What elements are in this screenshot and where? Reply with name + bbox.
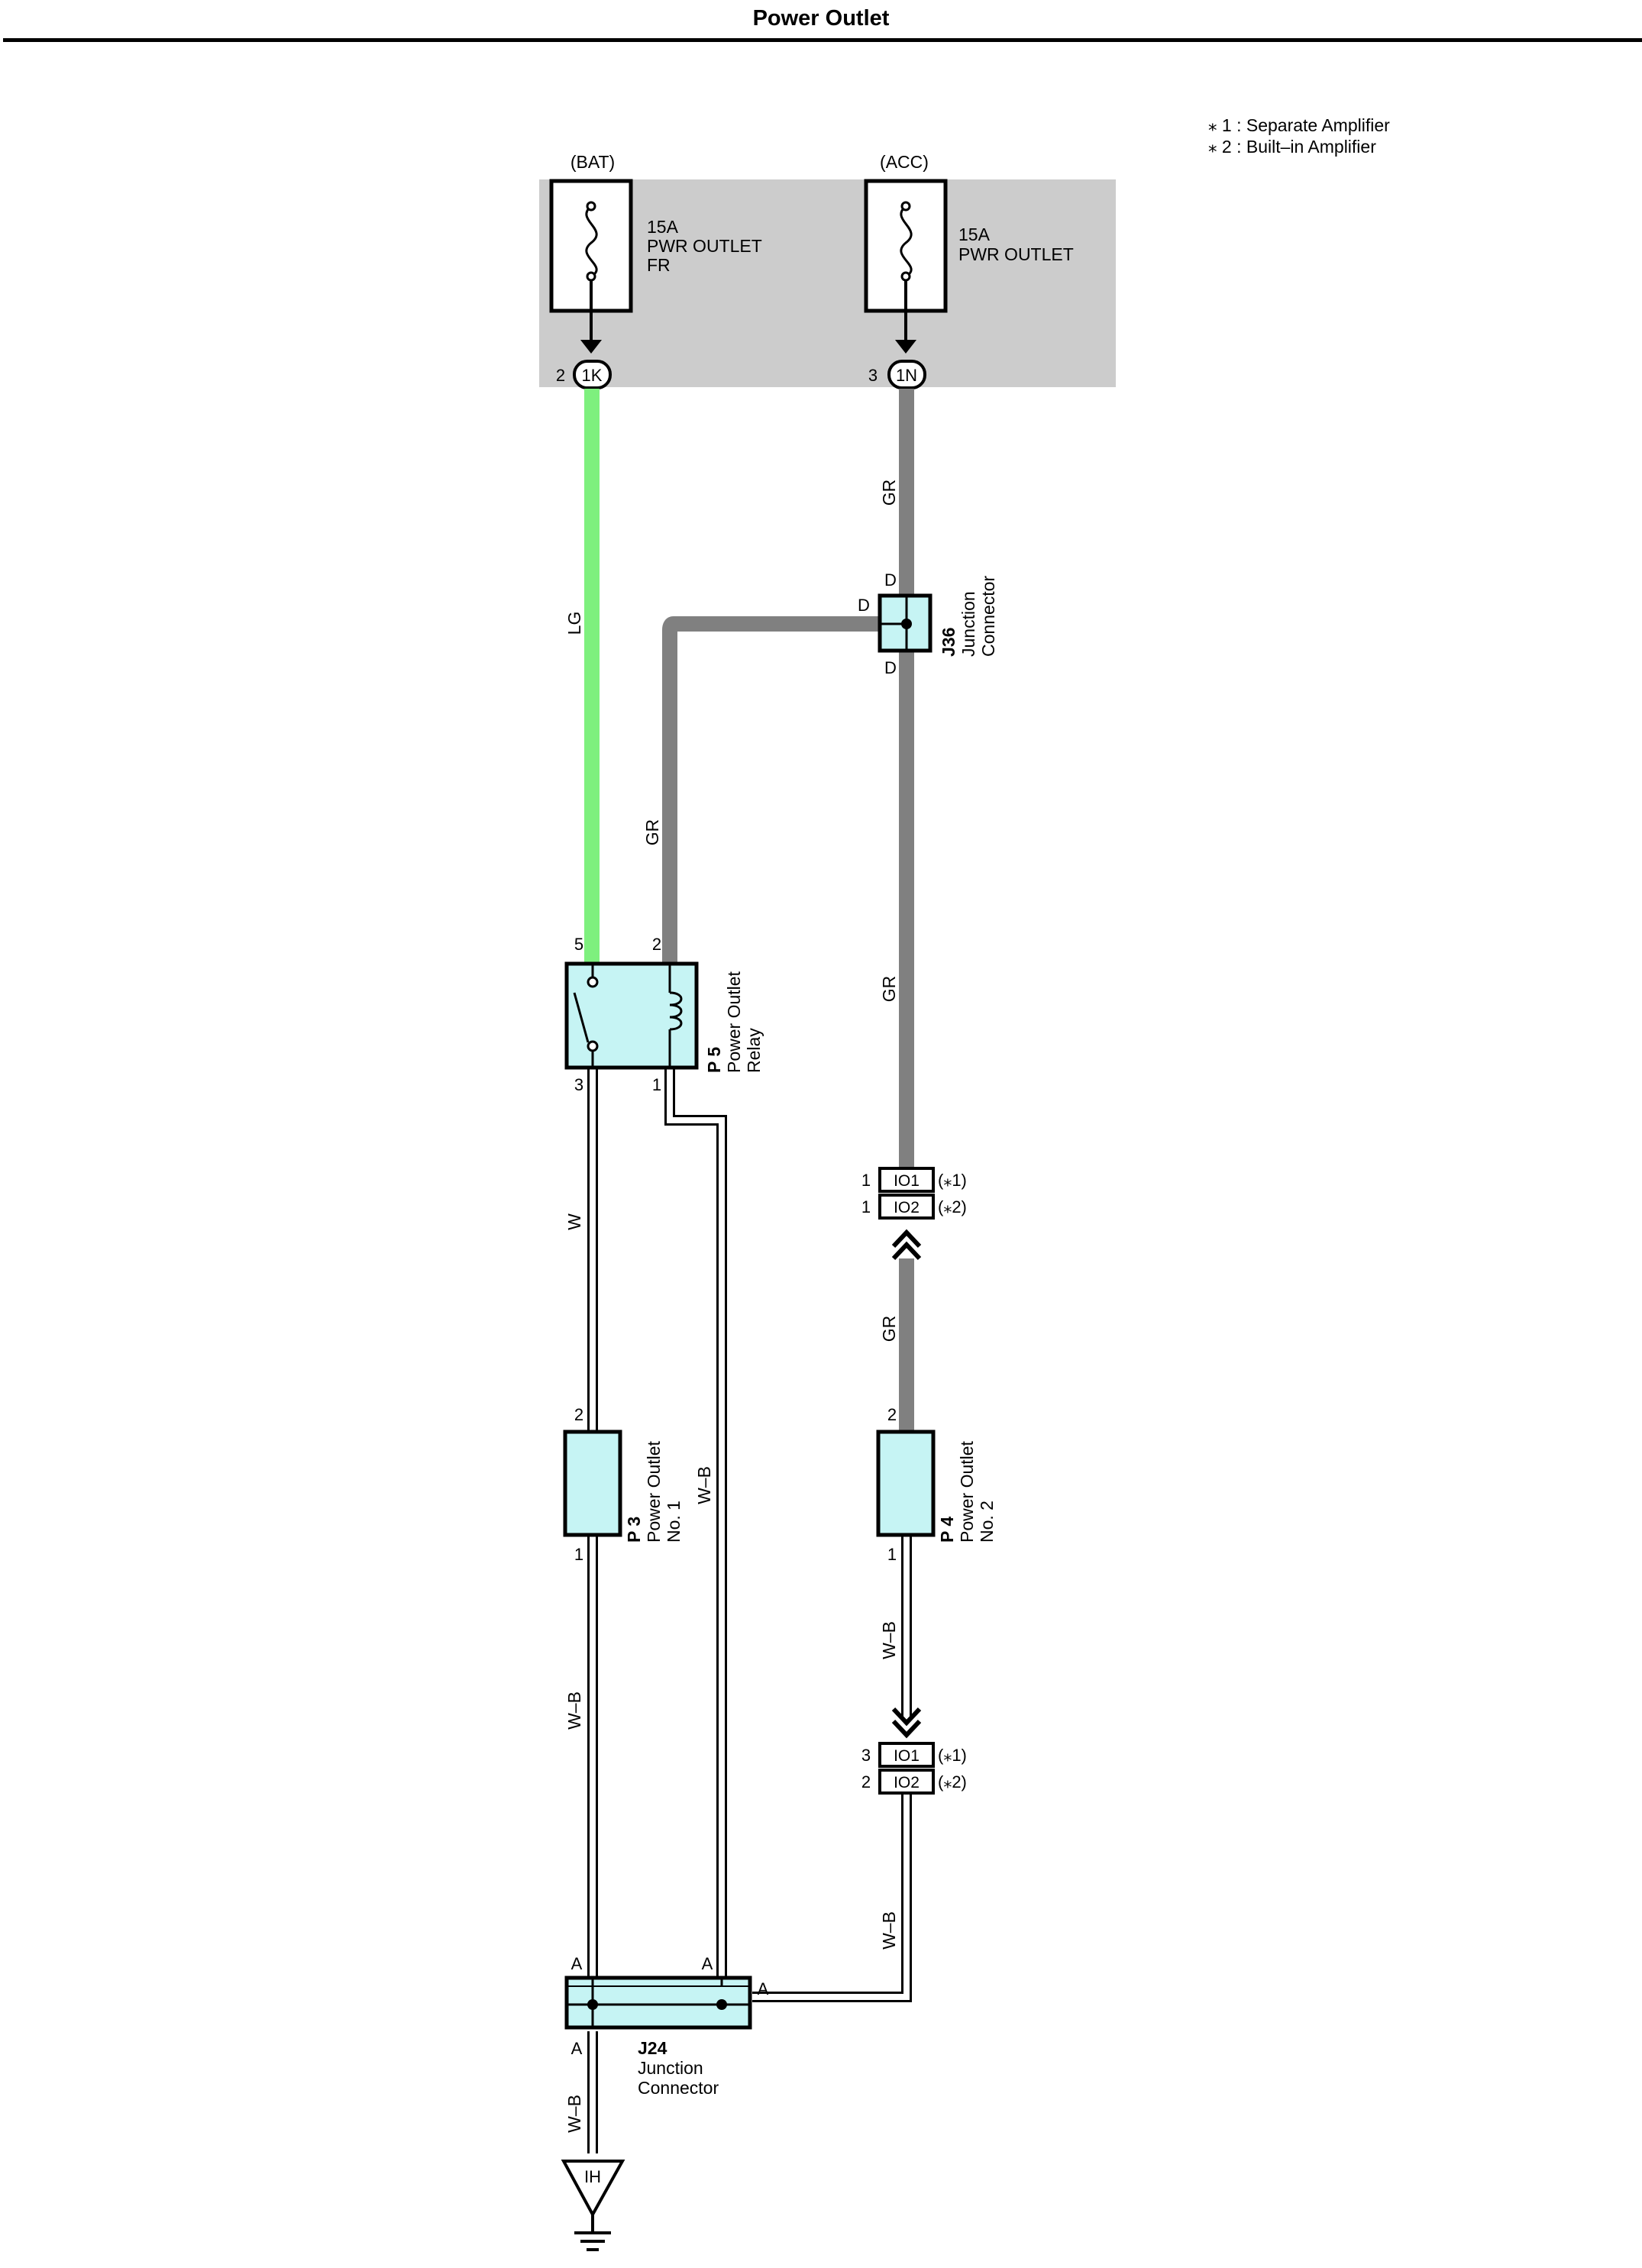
svg-text:IO1: IO1 [894,1747,920,1765]
wire-label-WB-2: W–B [564,1691,584,1730]
j24-junction-dot-1 [587,1999,598,2010]
io-upper-pin-1: 1 [861,1171,871,1190]
p4-name-2: No. 2 [977,1501,997,1543]
p3-id: P 3 [624,1517,644,1543]
wire-label-W: W [564,1213,584,1230]
fuse-1-arrow-icon [580,340,602,354]
io-upper-note-1: (⁎1) [938,1171,967,1190]
fuse-1-rating: 15A [647,217,679,237]
io-upper-note-2: (⁎2) [938,1197,967,1216]
legend-item-1: ⁎ 1 : Separate Amplifier [1208,115,1390,135]
j24-junction-dot-2 [716,1999,727,2010]
io-lower-row-1 [878,1742,935,1768]
p3-name-1: Power Outlet [644,1440,664,1543]
io-lower-note-2: (⁎2) [938,1772,967,1791]
wire-label-WB-4: W–B [879,1911,899,1950]
wire-label-WB-3: W–B [879,1621,899,1659]
fuse-box [539,179,1116,387]
relay-name-2: Relay [744,1028,764,1073]
p3-pin-1: 1 [574,1545,583,1564]
j36-pin-left: D [858,596,870,615]
ground-code: IH [584,2167,601,2186]
fuse-1-name: PWR OUTLET [647,236,762,256]
io-lower-row-2 [878,1769,935,1795]
io-lower-pin-2: 2 [861,1772,871,1791]
wire-label-GR-2: GR [879,976,899,1003]
j24-pin-bottom: A [571,2039,583,2058]
relay-switch-icon [573,992,590,1043]
io-lower-note-1: (⁎1) [938,1746,967,1765]
j36-pin-bottom: D [884,658,897,677]
svg-text:IO1: IO1 [894,1172,920,1190]
io-upper-row-1 [878,1167,935,1193]
p4-power-outlet [876,1430,936,1537]
p4-pin-2: 2 [887,1405,897,1424]
relay-pin-3: 3 [574,1075,583,1094]
p3-name-2: No. 1 [664,1501,684,1543]
p4-name-1: Power Outlet [957,1440,977,1543]
wire-label-GR-4: GR [879,1316,899,1342]
wire-label-LG: LG [564,612,584,635]
p3-pin-2: 2 [574,1405,583,1424]
fuse-2-arrow-icon [895,340,916,354]
svg-text:IO2: IO2 [894,1199,920,1216]
fuse-1-name-2: FR [647,255,671,275]
j24-name-2: Connector [638,2078,719,2098]
relay-pin-1: 1 [652,1075,661,1094]
wire-label-WB-5: W–B [564,2095,584,2133]
relay-pin-2: 2 [652,935,661,954]
wire-label-WB-1: W–B [694,1466,714,1504]
fuse-1-source: (BAT) [570,152,615,172]
svg-text:IO2: IO2 [894,1774,920,1791]
fuse-2-pin: 3 [868,366,878,385]
relay-pin-5: 5 [574,935,583,954]
io-upper-row-2 [878,1194,935,1220]
wire-label-GR-1: GR [879,480,899,506]
relay-id: P 5 [704,1047,724,1073]
j36-junction-dot [901,619,912,629]
chevron-up-icon [891,1229,922,1249]
j24-id: J24 [638,2038,667,2058]
j36-id: J36 [939,628,958,657]
j36-pin-top: D [884,570,897,590]
j24-pin-top-left: A [571,1954,583,1973]
title-rule [3,38,1642,42]
j24-pin-right: A [758,1979,769,1998]
ground-point [561,2160,625,2218]
legend: ⁎ 1 : Separate Amplifier ⁎ 2 : Built–in … [1208,115,1390,157]
fuse-1-pin: 2 [556,366,565,385]
p3-power-outlet [563,1430,622,1537]
chevron-down-icon [891,1707,922,1727]
svg-text:1K: 1K [582,366,603,385]
page-title: Power Outlet [752,6,890,31]
p4-pin-1: 1 [887,1545,897,1564]
fuse-2-icon [900,205,913,278]
io-lower-pin-1: 3 [861,1746,871,1765]
fuse-2-rating: 15A [958,225,991,244]
connector-1K [573,360,612,389]
wire-label-GR-3: GR [642,819,662,846]
j36-name-1: Junction [958,591,978,657]
j24-pin-top-right: A [702,1954,713,1973]
wire-WB-io [752,1793,912,2002]
relay-contact-top [587,976,599,988]
p4-id: P 4 [937,1517,957,1543]
relay-contact-bottom [587,1040,599,1052]
relay-name-1: Power Outlet [724,971,744,1073]
wire-GR-relay [662,616,894,964]
j36-name-2: Connector [978,576,998,657]
j24-name-1: Junction [638,2058,703,2078]
svg-text:1N: 1N [896,366,917,385]
connector-1N [887,360,926,389]
fuse-2-name: PWR OUTLET [958,244,1074,264]
fuse-1-icon [585,205,598,278]
fuse-2-source: (ACC) [880,152,929,172]
relay-coil-icon [669,991,683,1031]
io-upper-pin-2: 1 [861,1197,871,1216]
legend-item-2: ⁎ 2 : Built–in Amplifier [1208,137,1376,157]
